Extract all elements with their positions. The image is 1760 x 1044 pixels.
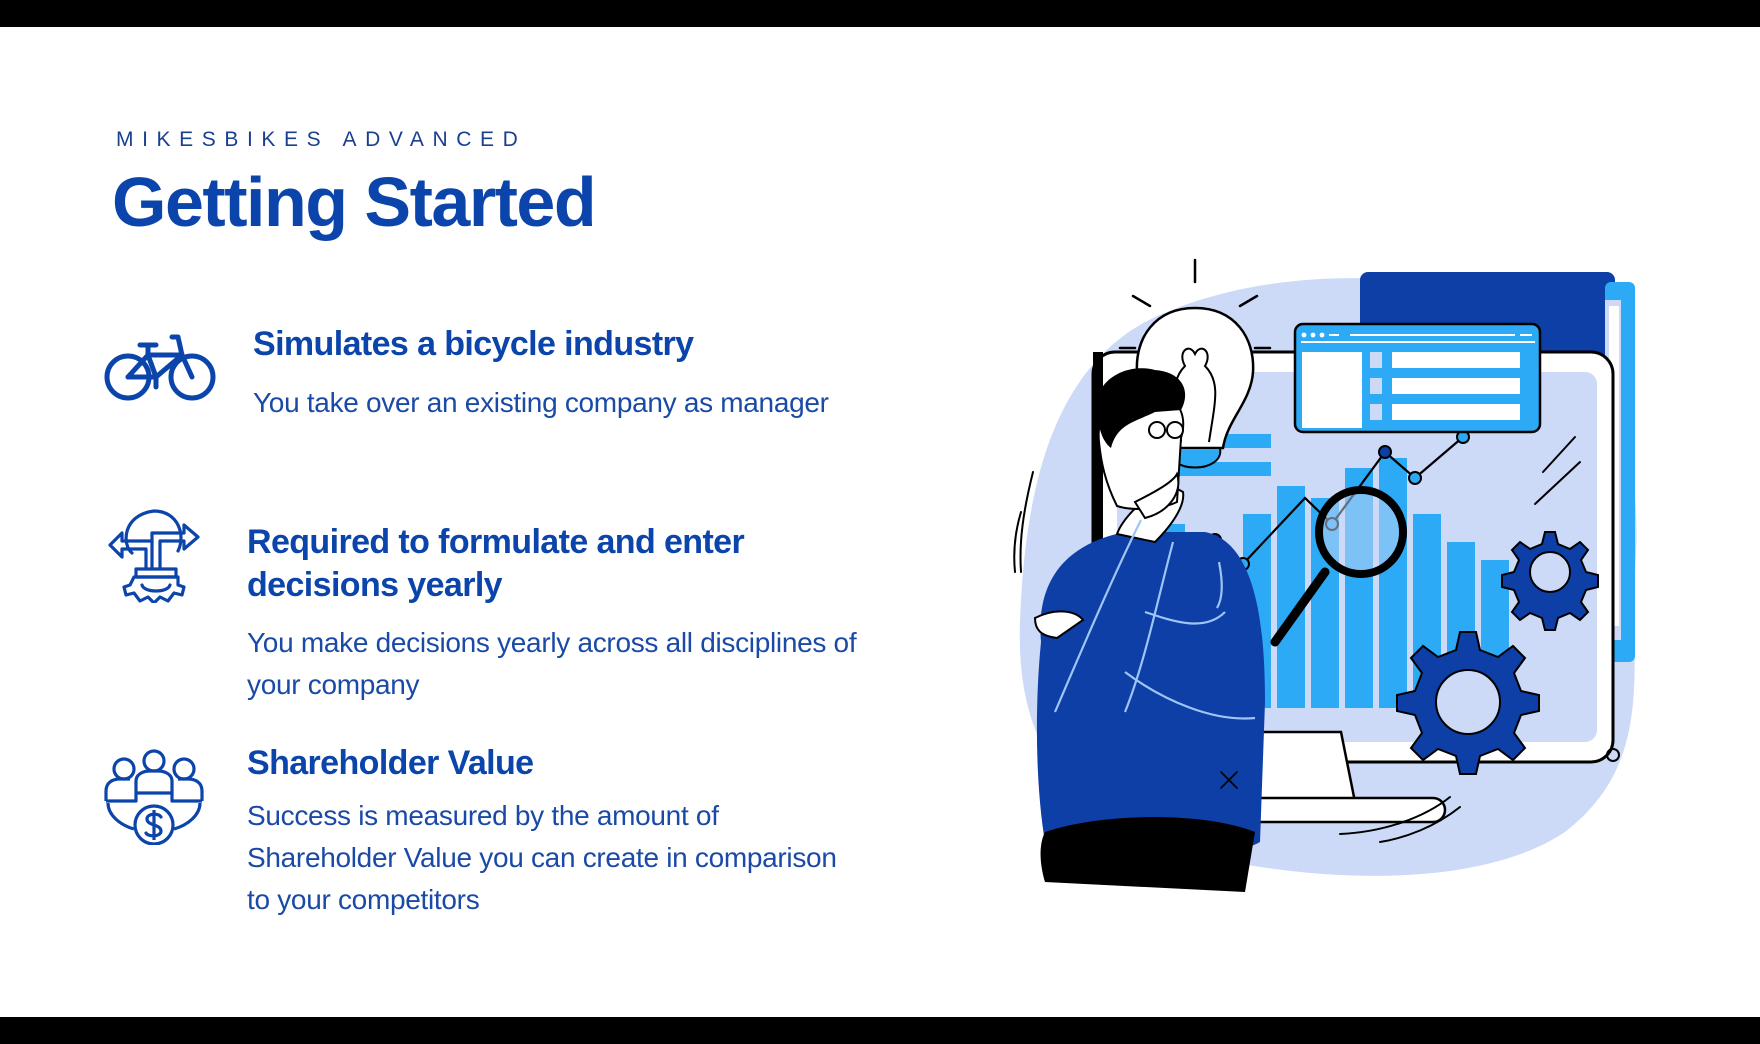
- item-description-decisions: You make decisions yearly across all dis…: [247, 622, 857, 706]
- item-title-line: decisions yearly: [247, 566, 503, 604]
- eyebrow-label: MIKESBIKES ADVANCED: [116, 128, 527, 151]
- item-description-shareholder-value: Success is measured by the amount of Sha…: [247, 795, 837, 921]
- item-description-line: your company: [247, 669, 420, 700]
- letterbox-bottom: [0, 1017, 1760, 1044]
- bicycle-icon: [104, 331, 216, 403]
- person-analyzing-dashboard-illustration: [1005, 242, 1655, 892]
- item-title-decisions: Required to formulate and enter decision…: [247, 521, 745, 607]
- letterbox-top: [0, 0, 1760, 27]
- item-description-line: to your competitors: [247, 884, 480, 915]
- item-title-bicycle-industry: Simulates a bicycle industry: [253, 325, 694, 363]
- item-title-shareholder-value: Shareholder Value: [247, 744, 534, 782]
- item-description-line: Shareholder Value you can create in comp…: [247, 842, 837, 873]
- item-description-line: You make decisions yearly across all dis…: [247, 627, 857, 658]
- shareholders-dollar-icon: [104, 749, 204, 845]
- decision-lightbulb-gear-icon: [108, 505, 200, 603]
- item-description-bicycle-industry: You take over an existing company as man…: [253, 387, 829, 418]
- item-title-line: Required to formulate and enter: [247, 523, 745, 561]
- page-title: Getting Started: [112, 163, 597, 241]
- slide: MIKESBIKES ADVANCED Getting Started Simu…: [0, 27, 1760, 1017]
- item-description-line: Success is measured by the amount of: [247, 800, 719, 831]
